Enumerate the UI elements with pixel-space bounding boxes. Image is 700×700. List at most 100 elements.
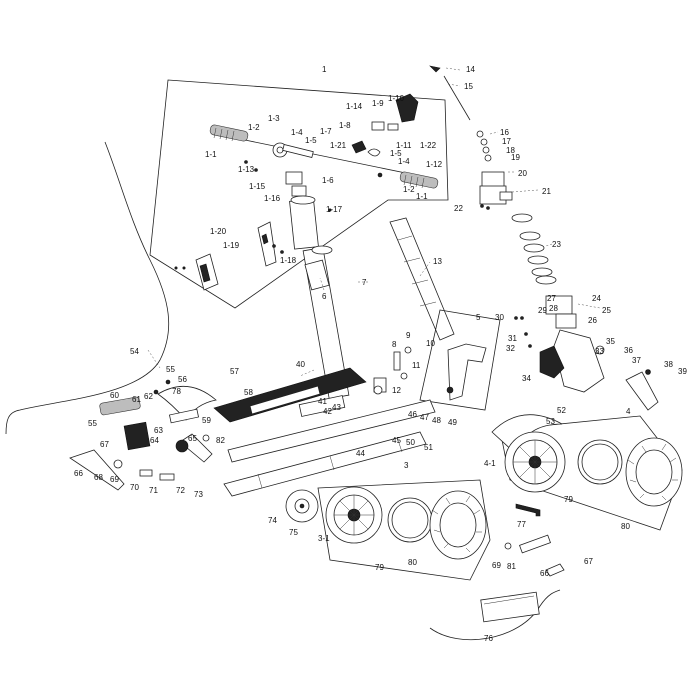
label-1-10: 1-10 (388, 94, 405, 103)
label-69b: 69 (492, 561, 501, 570)
right-grip (399, 171, 439, 189)
steering-column (302, 245, 387, 400)
label-13: 13 (433, 257, 442, 266)
label-35: 35 (606, 337, 615, 346)
brake-cable (5, 141, 170, 435)
label-1-14: 1-14 (346, 102, 363, 111)
label-24: 24 (592, 294, 601, 303)
label-1-2: 1-2 (248, 123, 260, 132)
deck-frame (223, 395, 436, 497)
label-1-9: 1-9 (372, 99, 384, 108)
label-80b: 80 (408, 558, 417, 567)
label-1-17: 1-17 (326, 205, 343, 214)
label-55: 55 (166, 365, 175, 374)
label-44: 44 (356, 449, 365, 458)
label-62: 62 (144, 392, 153, 401)
label-7: 7 (362, 278, 367, 287)
label-54: 54 (130, 347, 139, 356)
label-3-1: 3-1 (318, 534, 330, 543)
label-1-1b: 1-1 (416, 192, 428, 201)
handlebar-clamp (272, 142, 314, 159)
label-59: 59 (202, 416, 211, 425)
handlebar-assembly-group (149, 79, 449, 309)
label-61: 61 (132, 395, 141, 404)
label-79: 79 (564, 495, 573, 504)
label-6: 6 (322, 292, 327, 301)
label-39: 39 (678, 367, 687, 376)
label-42: 42 (323, 407, 332, 416)
front-fork-stack (429, 65, 659, 411)
label-1-1: 1-1 (205, 150, 217, 159)
folding-lever (257, 221, 277, 267)
label-1-4b: 1-4 (398, 157, 410, 166)
label-77: 77 (517, 520, 526, 529)
label-23: 23 (552, 240, 561, 249)
label-29: 29 (538, 306, 547, 315)
label-63: 63 (154, 426, 163, 435)
label-1-20: 1-20 (210, 227, 227, 236)
label-78: 78 (172, 387, 181, 396)
left-grip (209, 124, 249, 142)
label-67b: 67 (584, 557, 593, 566)
label-69: 69 (110, 475, 119, 484)
label-21: 21 (542, 187, 551, 196)
label-49: 49 (448, 418, 457, 427)
label-1-12: 1-12 (426, 160, 443, 169)
label-82: 82 (216, 436, 225, 445)
label-4: 4 (626, 407, 631, 416)
label-74: 74 (268, 516, 277, 525)
label-28: 28 (549, 304, 558, 313)
label-51: 51 (424, 443, 433, 452)
label-1-2b: 1-2 (403, 185, 415, 194)
label-1-13: 1-13 (238, 165, 255, 174)
label-1-18: 1-18 (280, 256, 297, 265)
label-40: 40 (296, 360, 305, 369)
label-55b: 55 (88, 419, 97, 428)
stem-bolts (373, 346, 412, 395)
label-52: 52 (557, 406, 566, 415)
label-57: 57 (230, 367, 239, 376)
brake-disc (285, 489, 319, 523)
throttle (351, 93, 419, 157)
part-labels: 1 1-1 1-2 1-3 1-4 1-5 1-7 1-8 1-9 1-10 1… (74, 65, 687, 643)
label-1-22: 1-22 (420, 141, 437, 150)
label-34: 34 (522, 374, 531, 383)
rear-fender-assembly (99, 379, 217, 463)
label-9: 9 (406, 331, 411, 340)
label-1-8: 1-8 (339, 121, 351, 130)
label-48: 48 (432, 416, 441, 425)
label-47: 47 (420, 413, 429, 422)
label-1-4: 1-4 (291, 128, 303, 137)
label-1-5b: 1-5 (390, 149, 402, 158)
small-bracket (195, 253, 219, 291)
label-26: 26 (588, 316, 597, 325)
label-20: 20 (518, 169, 527, 178)
label-5: 5 (476, 313, 481, 322)
label-79b: 79 (375, 563, 384, 572)
label-1: 1 (322, 65, 327, 74)
grip-tape (213, 367, 367, 423)
label-41: 41 (318, 397, 327, 406)
label-36: 36 (624, 346, 633, 355)
label-66b: 66 (540, 569, 549, 578)
label-14: 14 (466, 65, 475, 74)
label-60: 60 (110, 391, 119, 400)
rear-wheel-group (317, 479, 491, 581)
label-58: 58 (244, 388, 253, 397)
label-1-19: 1-19 (223, 241, 240, 250)
label-3: 3 (404, 461, 409, 470)
label-1-16: 1-16 (264, 194, 281, 203)
leader-lines (147, 67, 601, 377)
label-43: 43 (332, 403, 341, 412)
label-73: 73 (194, 490, 203, 499)
label-45: 45 (392, 436, 401, 445)
label-46: 46 (408, 410, 417, 419)
label-64: 64 (150, 436, 159, 445)
label-31: 31 (508, 334, 517, 343)
label-1-3: 1-3 (268, 114, 280, 123)
label-27: 27 (547, 294, 556, 303)
label-81: 81 (507, 562, 516, 571)
label-8: 8 (392, 340, 397, 349)
label-17: 17 (502, 137, 511, 146)
